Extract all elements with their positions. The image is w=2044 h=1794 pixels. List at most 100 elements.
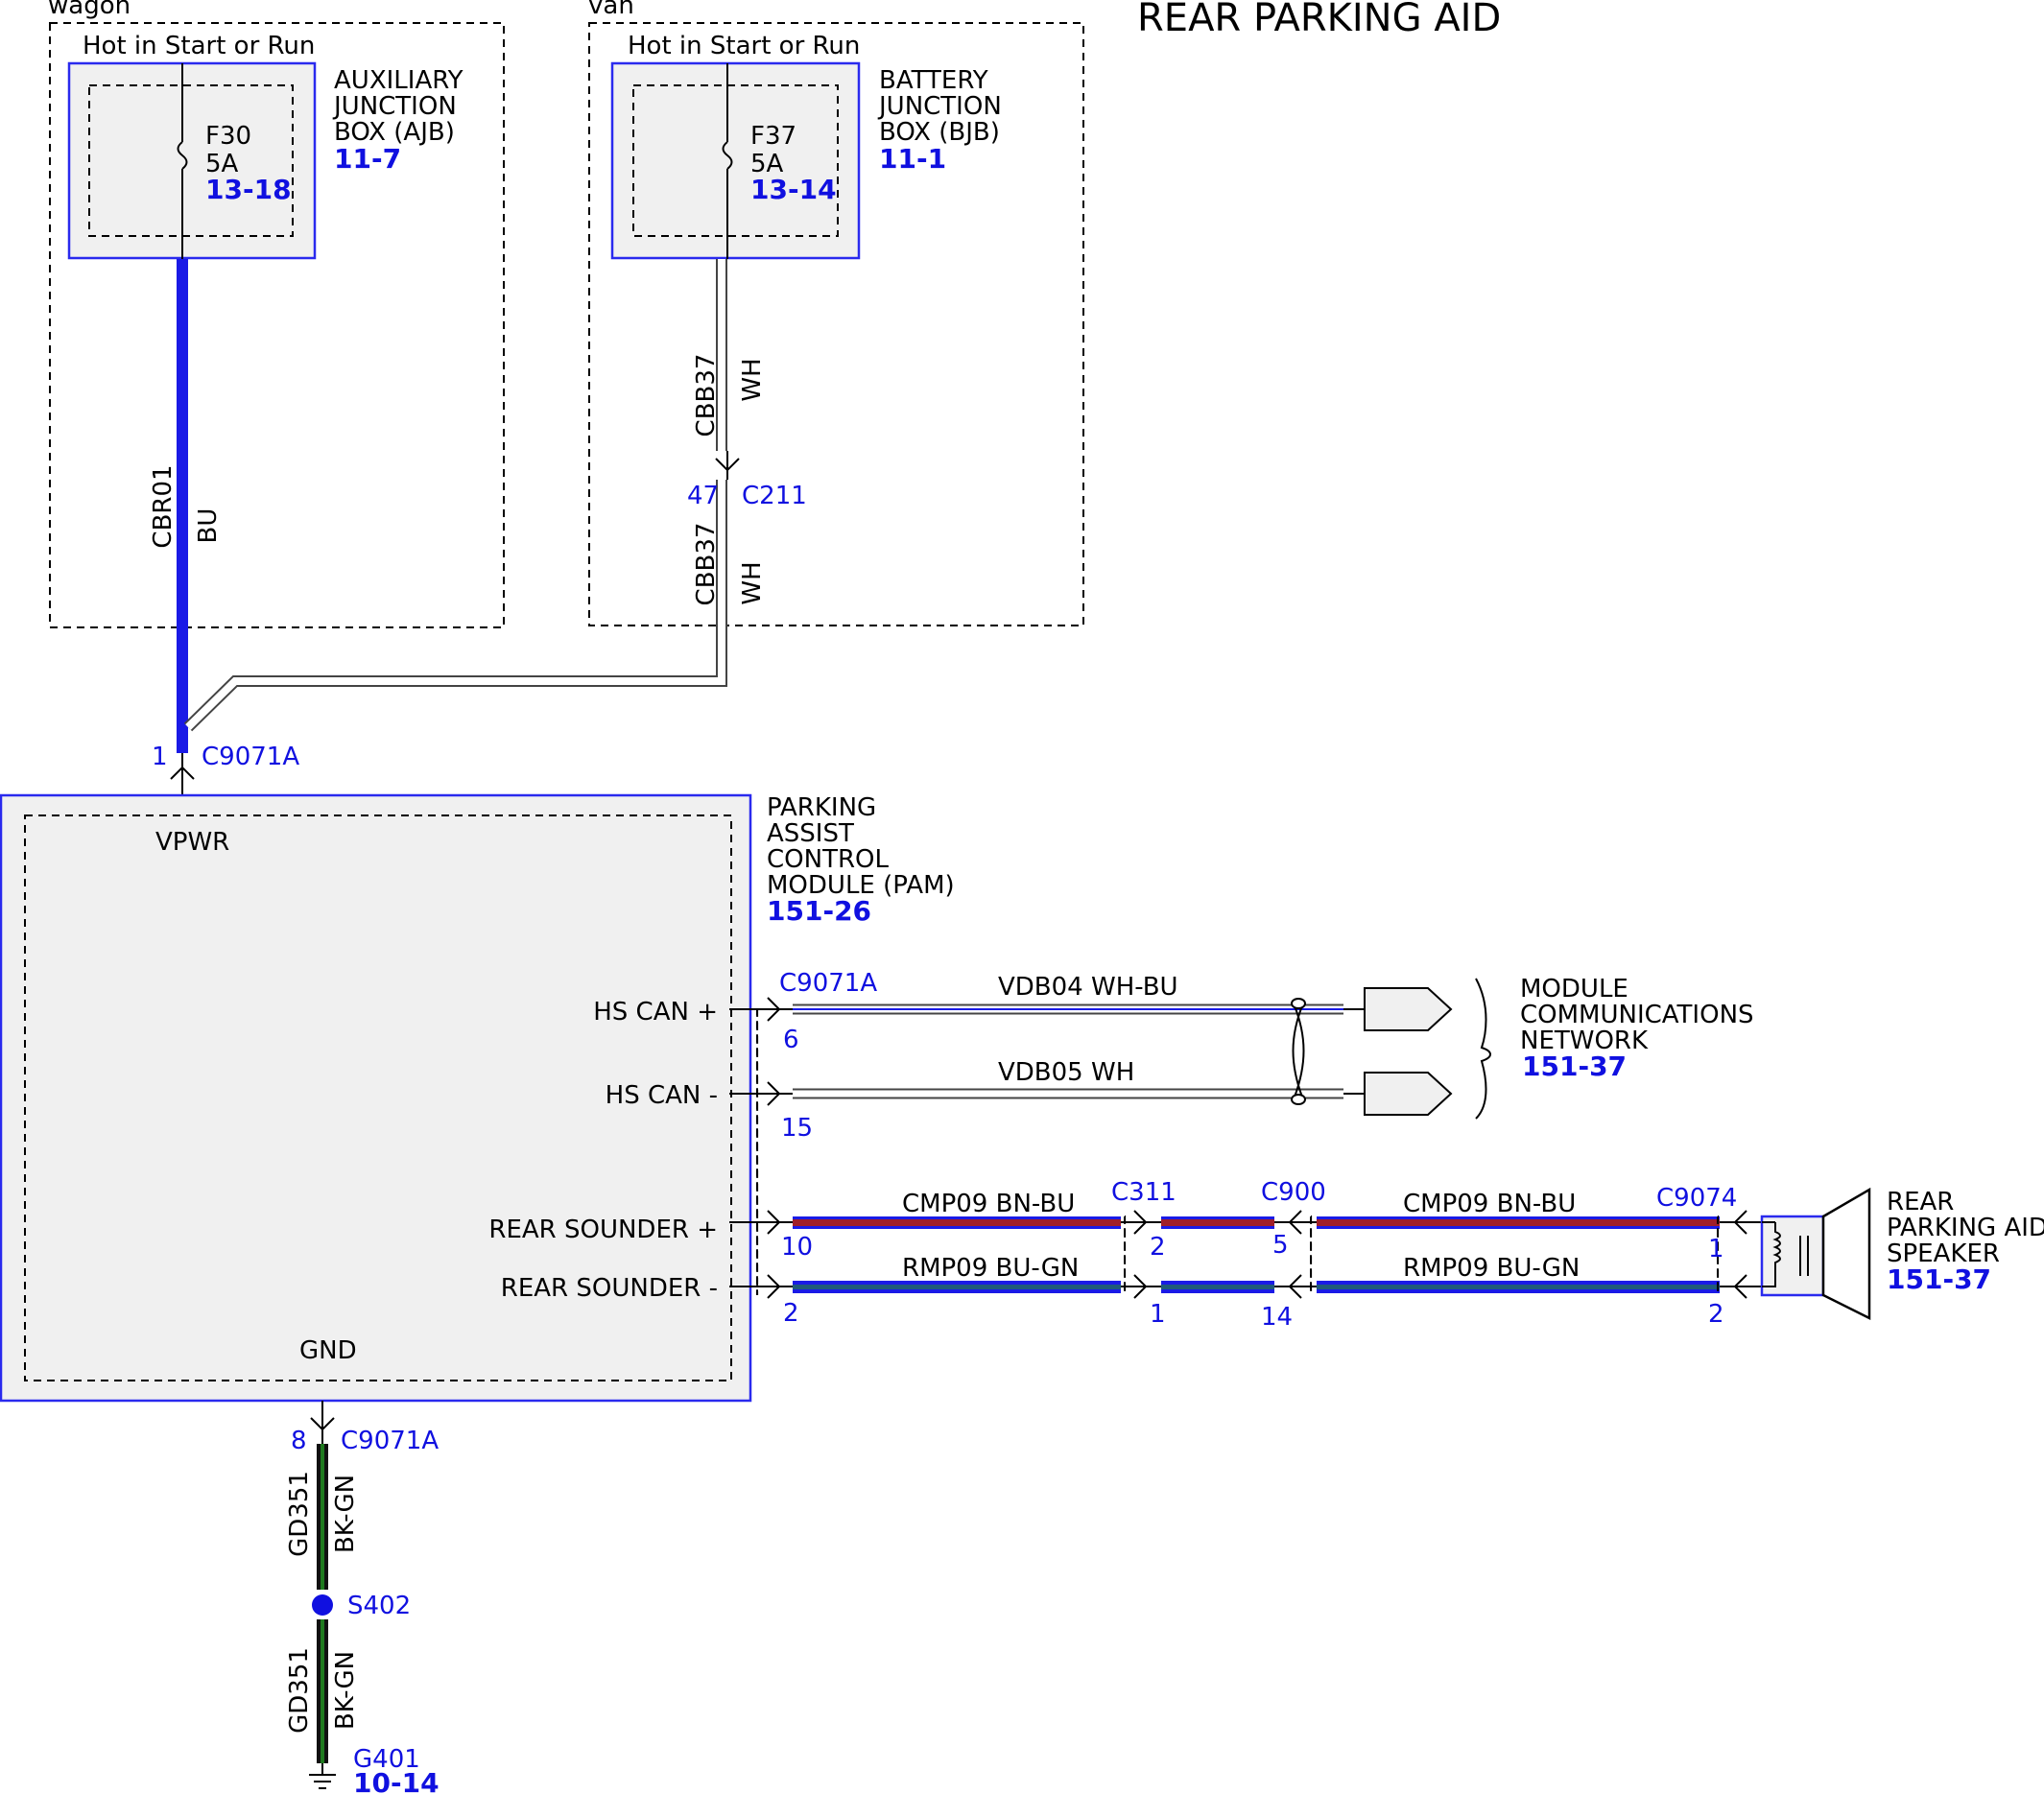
wire-rmp09-label-left: RMP09 BU-GN bbox=[902, 1254, 1079, 1283]
speaker-cone-icon bbox=[1821, 1187, 1871, 1321]
ajb-box bbox=[67, 61, 317, 260]
twisted-pair-icon bbox=[1291, 998, 1306, 1105]
wire-gd351-lower-color: BK-GN bbox=[331, 1651, 360, 1730]
connector-c311-pin-1: 1 bbox=[1150, 1300, 1166, 1329]
pam-pin-rear-sounder-minus: REAR SOUNDER - bbox=[501, 1274, 718, 1303]
ajb-name-line-1: AUXILIARY bbox=[334, 66, 463, 95]
connector-c9071a-top-pin: 1 bbox=[152, 743, 168, 771]
wire-cbr01-color: BU bbox=[194, 508, 223, 544]
fuse-f37-ref[interactable]: 13-14 bbox=[750, 174, 837, 205]
connector-c900-label[interactable]: C900 bbox=[1261, 1178, 1326, 1207]
speaker-ref[interactable]: 151-37 bbox=[1887, 1263, 1991, 1295]
fuse-f37-icon bbox=[722, 141, 733, 170]
variant-label-wagon: wagon bbox=[48, 0, 131, 20]
connector-c9074-label[interactable]: C9074 bbox=[1656, 1184, 1737, 1213]
pam-name-line-1: PARKING bbox=[767, 793, 876, 822]
wire-cbb37-upper-circuit: CBB37 bbox=[692, 354, 721, 437]
network-connector-can-minus-icon bbox=[1364, 1072, 1453, 1116]
fuse-f30-ref[interactable]: 13-18 bbox=[205, 174, 292, 205]
pam-pin-hs-can-minus: HS CAN - bbox=[606, 1081, 718, 1110]
connector-c9071a-bottom-label[interactable]: C9071A bbox=[341, 1427, 439, 1455]
ajb-inner-outline bbox=[88, 84, 294, 237]
splice-s402-label[interactable]: S402 bbox=[347, 1592, 411, 1620]
ajb-name-line-3: BOX (AJB) bbox=[334, 118, 455, 147]
connector-c211-label[interactable]: C211 bbox=[742, 482, 807, 510]
wire-cmp09-seg3 bbox=[1317, 1216, 1720, 1229]
speaker-box bbox=[1760, 1215, 1825, 1297]
wire-cbr01 bbox=[177, 259, 188, 753]
speaker-name-line-1: REAR bbox=[1887, 1188, 1954, 1216]
variant-label-van: van bbox=[588, 0, 634, 20]
network-brace-icon bbox=[1475, 978, 1491, 1120]
ground-g401-label[interactable]: G401 bbox=[353, 1745, 420, 1774]
connector-c311-label[interactable]: C311 bbox=[1111, 1178, 1176, 1207]
connector-c9071a-pin-2: 2 bbox=[783, 1299, 799, 1328]
wire-rmp09-seg3 bbox=[1317, 1281, 1720, 1293]
wire-cbb37 bbox=[183, 259, 727, 732]
pam-ref[interactable]: 151-26 bbox=[767, 895, 871, 927]
wire-rmp09-seg1 bbox=[793, 1281, 1121, 1293]
connector-c311-symbol bbox=[1121, 1210, 1161, 1299]
pam-pin-hs-can-plus: HS CAN + bbox=[593, 998, 718, 1027]
pam-inner-outline bbox=[24, 814, 732, 1381]
connector-c9071a-top-symbol bbox=[170, 753, 195, 796]
network-ref[interactable]: 151-37 bbox=[1522, 1050, 1627, 1082]
fuse-f30-icon bbox=[177, 141, 188, 170]
connector-c9071a-pin-15: 15 bbox=[781, 1114, 813, 1143]
wire-cbb37-lower-circuit: CBB37 bbox=[692, 523, 721, 606]
ajb-power-label: Hot in Start or Run bbox=[83, 32, 315, 60]
fuse-f30-rating: 5A bbox=[205, 150, 239, 178]
bjb-inner-outline bbox=[632, 84, 839, 237]
bjb-box bbox=[610, 61, 861, 260]
diagram-title: REAR PARKING AID bbox=[1137, 0, 1501, 40]
pam-pin-stubs bbox=[729, 997, 793, 1299]
wire-gd351-upper bbox=[317, 1444, 328, 1590]
wire-gd351-lower bbox=[317, 1619, 328, 1763]
speaker-coil-icon bbox=[1762, 1221, 1781, 1287]
bjb-name-line-2: JUNCTION bbox=[877, 92, 1002, 121]
connector-c9074-pin-2: 2 bbox=[1708, 1300, 1724, 1329]
splice-s402-dot bbox=[312, 1594, 333, 1616]
connector-c900-pin-14: 14 bbox=[1261, 1303, 1293, 1332]
pam-pin-rear-sounder-plus: REAR SOUNDER + bbox=[488, 1216, 718, 1244]
bjb-ref[interactable]: 11-1 bbox=[879, 143, 946, 175]
network-connector-can-plus-icon bbox=[1364, 987, 1453, 1031]
ground-g401-ref[interactable]: 10-14 bbox=[353, 1767, 440, 1794]
wire-gd351-upper-color: BK-GN bbox=[331, 1475, 360, 1553]
connector-c9071a-pin-6: 6 bbox=[783, 1026, 799, 1054]
fuse-f30-label: F30 bbox=[205, 122, 251, 151]
wire-cmp09-seg1 bbox=[793, 1216, 1121, 1229]
connector-c9071a-top-label[interactable]: C9071A bbox=[202, 743, 299, 771]
network-name-line-3: NETWORK bbox=[1520, 1027, 1649, 1055]
wire-cbb37-lower-color: WH bbox=[738, 561, 767, 604]
speaker-name-line-2: PARKING AID bbox=[1887, 1214, 2044, 1242]
wire-cmp09-label-right: CMP09 BN-BU bbox=[1403, 1190, 1576, 1218]
wire-cbr01-circuit: CBR01 bbox=[149, 464, 178, 548]
van-region-outline bbox=[588, 22, 1084, 626]
network-name-line-2: COMMUNICATIONS bbox=[1520, 1001, 1754, 1029]
connector-c211-pin: 47 bbox=[687, 482, 719, 510]
bjb-name-line-3: BOX (BJB) bbox=[879, 118, 1000, 147]
ajb-ref[interactable]: 11-7 bbox=[334, 143, 401, 175]
ajb-name-line-2: JUNCTION bbox=[332, 92, 457, 121]
connector-c900-symbol bbox=[1274, 1210, 1317, 1299]
bjb-name-line-1: BATTERY bbox=[879, 66, 988, 95]
connector-c9071a-bottom-pin: 8 bbox=[291, 1427, 307, 1455]
wire-vdb04-label: VDB04 WH-BU bbox=[998, 973, 1178, 1002]
wire-gd351-lower-circuit: GD351 bbox=[285, 1647, 314, 1734]
pam-name-line-3: CONTROL bbox=[767, 845, 889, 874]
pam-vpwr-label: VPWR bbox=[155, 828, 229, 857]
connector-c9071a-bottom-symbol bbox=[310, 1401, 335, 1444]
connector-c9071a-pin-10: 10 bbox=[781, 1233, 813, 1262]
wagon-region-outline bbox=[49, 22, 505, 628]
fuse-f37-label: F37 bbox=[750, 122, 796, 151]
pam-name-line-2: ASSIST bbox=[767, 819, 854, 848]
ground-icon bbox=[309, 1763, 336, 1789]
pam-module-box bbox=[0, 793, 752, 1403]
bjb-power-label: Hot in Start or Run bbox=[628, 32, 860, 60]
wire-rmp09-seg2 bbox=[1161, 1281, 1274, 1293]
connector-c311-pin-2: 2 bbox=[1150, 1233, 1166, 1262]
wire-gd351-upper-circuit: GD351 bbox=[285, 1471, 314, 1557]
connector-c9071a-right-label[interactable]: C9071A bbox=[779, 969, 877, 998]
